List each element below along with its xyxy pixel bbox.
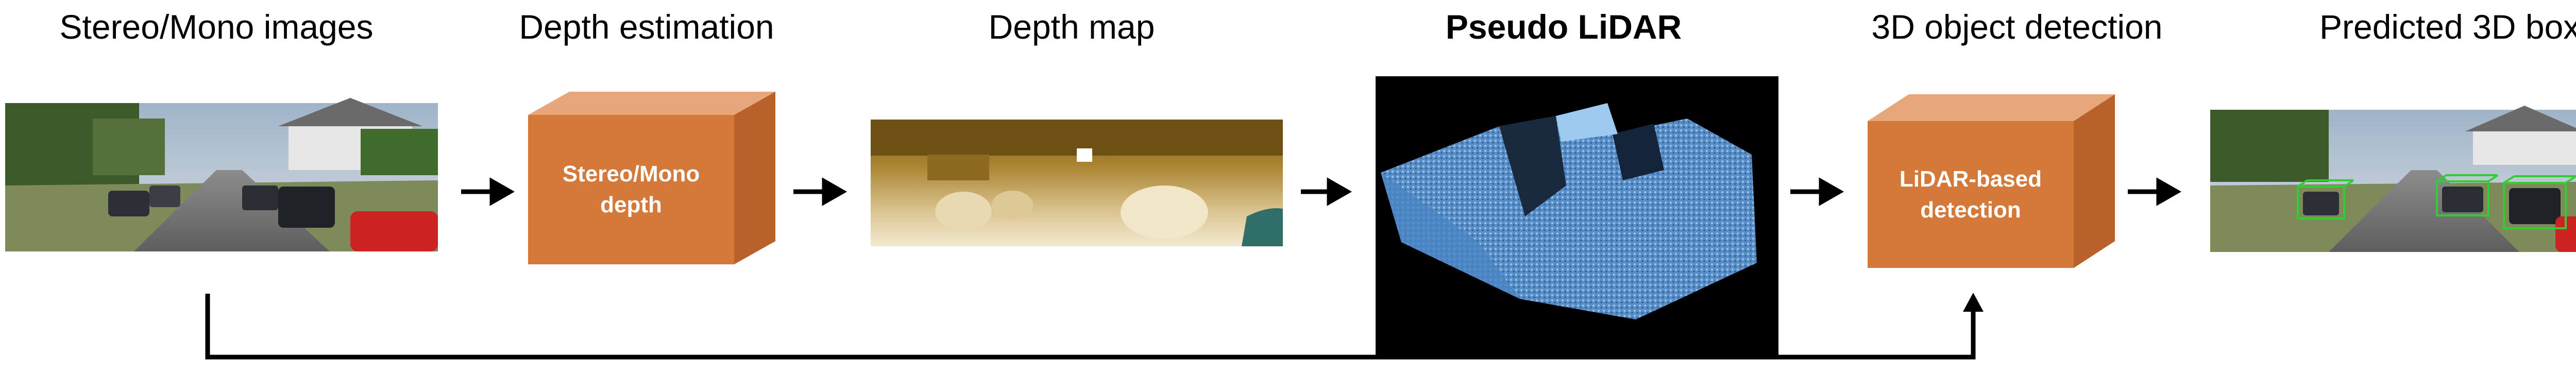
title-depth-map: Depth map bbox=[988, 8, 1155, 46]
predicted-3d-boxes bbox=[2297, 174, 2576, 229]
title-3d-detection: 3D object detection bbox=[1871, 8, 2163, 46]
depth-map-image bbox=[871, 120, 1283, 246]
depth-box-label-line2: depth bbox=[600, 192, 662, 217]
depth-estimation-box-label: Stereo/Mono depth bbox=[563, 159, 700, 221]
title-input-images: Stereo/Mono images bbox=[59, 8, 374, 46]
title-pseudo-lidar: Pseudo LiDAR bbox=[1445, 8, 1682, 46]
depth-estimation-box bbox=[528, 92, 775, 264]
detection-box-label-line1: LiDAR-based bbox=[1899, 166, 2042, 192]
title-predicted-boxes: Predicted 3D boxes bbox=[2319, 8, 2576, 46]
pseudo-lidar-pointcloud bbox=[1376, 76, 1778, 356]
input-street-image bbox=[5, 98, 438, 251]
bypass-arrow bbox=[205, 293, 1984, 360]
output-street-image bbox=[2210, 106, 2576, 252]
title-depth-estimation: Depth estimation bbox=[519, 8, 774, 46]
detection-box-label-line2: detection bbox=[1920, 197, 2021, 223]
lidar-detection-box-label: LiDAR-based detection bbox=[1900, 164, 2042, 226]
depth-box-label-line1: Stereo/Mono bbox=[562, 161, 700, 187]
pipeline-arrows bbox=[461, 177, 2182, 206]
lidar-detection-box bbox=[1868, 94, 2115, 268]
